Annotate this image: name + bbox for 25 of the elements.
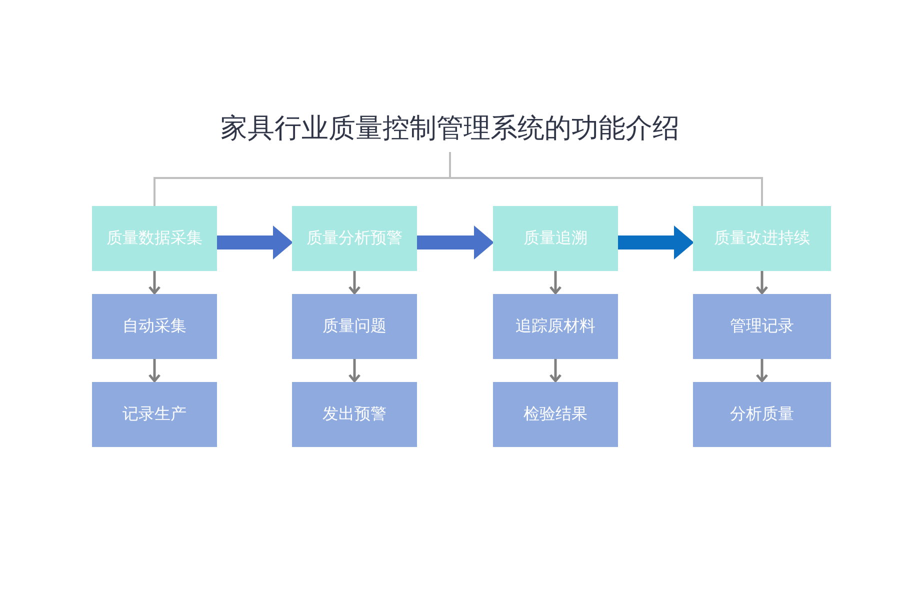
block-arrow bbox=[618, 226, 694, 260]
item-box: 管理记录 bbox=[693, 294, 831, 359]
title-text: 家具行业质量控制管理系统的功能介绍 bbox=[205, 110, 695, 146]
arrow bbox=[549, 271, 562, 294]
category-box: 质量改进持续 bbox=[693, 206, 831, 271]
arrow bbox=[348, 359, 361, 382]
item-box: 质量问题 bbox=[292, 294, 417, 359]
item-box: 发出预警 bbox=[292, 382, 417, 447]
arrow bbox=[148, 359, 161, 382]
item-box: 追踪原材料 bbox=[493, 294, 618, 359]
item-box: 分析质量 bbox=[693, 382, 831, 447]
arrow bbox=[756, 271, 768, 294]
item-box: 检验结果 bbox=[493, 382, 618, 447]
arrow bbox=[756, 359, 768, 382]
category-box: 质量追溯 bbox=[493, 206, 618, 271]
arrow bbox=[348, 271, 361, 294]
connector-line bbox=[449, 152, 763, 206]
arrow bbox=[549, 359, 562, 382]
item-box: 记录生产 bbox=[92, 382, 217, 447]
category-box: 质量分析预警 bbox=[292, 206, 417, 271]
block-arrow bbox=[417, 226, 494, 260]
arrow bbox=[148, 271, 161, 294]
block-arrow bbox=[217, 226, 293, 260]
item-box: 自动采集 bbox=[92, 294, 217, 359]
category-box: 质量数据采集 bbox=[92, 206, 217, 271]
